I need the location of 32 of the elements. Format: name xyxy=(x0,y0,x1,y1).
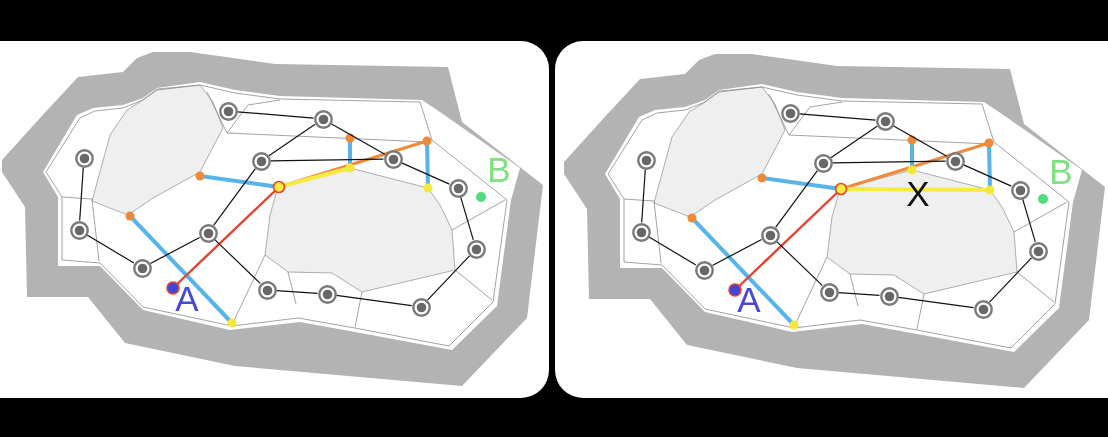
graph-edge xyxy=(641,168,646,224)
graph-edge xyxy=(830,125,878,159)
graph-edge xyxy=(269,158,385,162)
point-label: B xyxy=(1049,153,1073,189)
graph-edge xyxy=(897,296,975,309)
graph-edge xyxy=(831,160,947,164)
graph-edge xyxy=(963,164,1012,187)
graph-edge xyxy=(798,113,877,121)
graph-edge xyxy=(213,168,256,226)
point-label: A xyxy=(737,281,761,317)
graph-edge xyxy=(775,170,818,228)
graph-edge xyxy=(648,236,697,266)
graph-edge xyxy=(79,166,84,222)
graph-edge xyxy=(86,234,135,264)
graph-edge xyxy=(149,236,201,265)
graph-edge xyxy=(988,257,1033,303)
graph-edge xyxy=(460,196,474,241)
graph-edge xyxy=(776,241,823,286)
graph-edge xyxy=(330,123,386,155)
graph-edge xyxy=(236,111,315,119)
point-label: B xyxy=(487,151,511,187)
graph-edge xyxy=(711,238,763,267)
graph-edge xyxy=(892,125,948,157)
graph-edge xyxy=(1022,198,1036,243)
graph-edge xyxy=(426,255,471,301)
graph-edge xyxy=(401,162,450,185)
graph-edge xyxy=(268,123,316,157)
graph-edge xyxy=(214,239,261,284)
point-label: A xyxy=(175,280,199,316)
graph-edge xyxy=(275,290,319,294)
graph-edge xyxy=(335,294,413,307)
graph-edge xyxy=(837,292,881,296)
